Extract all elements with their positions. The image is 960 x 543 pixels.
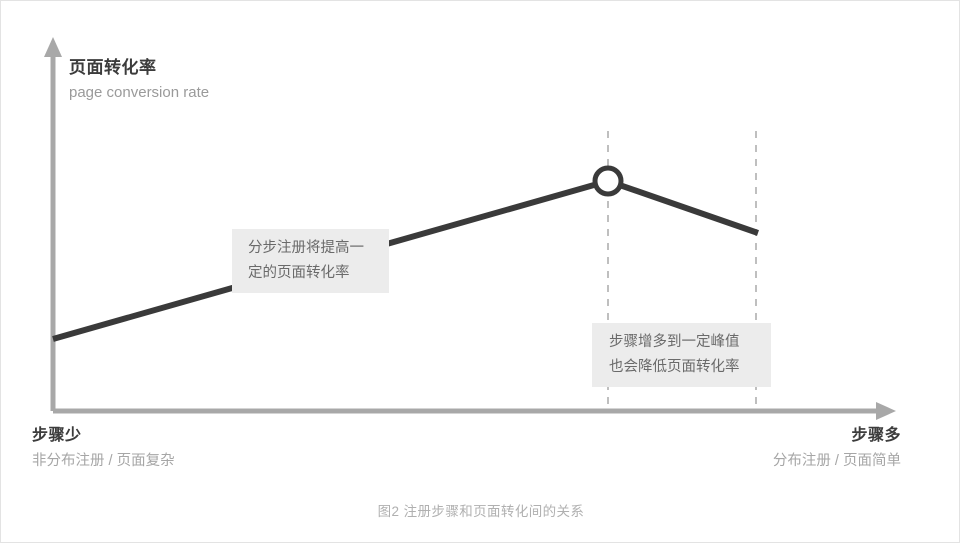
annotation-falling-note: 步骤增多到一定峰值 也会降低页面转化率 [592, 323, 771, 387]
figure-caption: 图2 注册步骤和页面转化间的关系 [377, 504, 585, 519]
annotation-rising-note: 分步注册将提高一 定的页面转化率 [232, 229, 389, 293]
y-axis [44, 37, 62, 411]
y-axis-title-en: page conversion rate [69, 83, 210, 101]
x-axis-right-label: 步骤多 分布注册 / 页面简单 [773, 425, 901, 472]
x-axis-left-label: 步骤少 非分布注册 / 页面复杂 [32, 425, 175, 472]
y-axis-arrowhead [44, 37, 62, 57]
annotation-rising-line-1: 分步注册将提高一 [248, 239, 364, 256]
x-axis [53, 402, 896, 420]
annotation-falling-line-1: 步骤增多到一定峰值 [609, 333, 740, 350]
x-axis-left-title: 步骤少 [32, 427, 82, 444]
y-axis-title-cn: 页面转化率 [69, 58, 157, 77]
x-axis-right-subtitle: 分布注册 / 页面简单 [772, 453, 901, 470]
y-axis-caption: 页面转化率 page conversion rate [69, 57, 209, 103]
x-axis-arrowhead [876, 402, 896, 420]
annotation-rising-line-2: 定的页面转化率 [248, 265, 350, 281]
x-axis-left-subtitle: 非分布注册 / 页面复杂 [32, 453, 175, 470]
conversion-rate-line [52, 177, 759, 342]
annotation-falling-line-2: 也会降低页面转化率 [609, 359, 740, 375]
x-axis-right-title: 步骤多 [851, 427, 901, 444]
